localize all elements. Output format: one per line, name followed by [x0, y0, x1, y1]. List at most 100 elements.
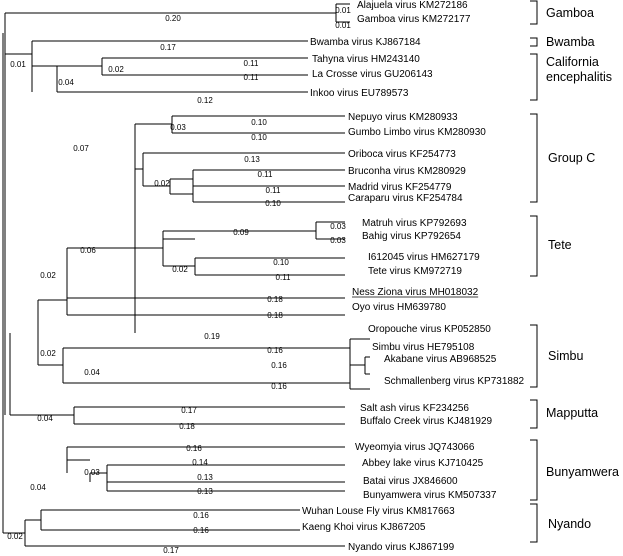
taxon-label-nyando: Nyando virus KJ867199 [348, 542, 455, 553]
clade-bracket-bunyamwera [530, 439, 538, 501]
branch-length-label: 0.16 [267, 346, 283, 355]
taxon-label-oropouche: Oropouche virus KP052850 [368, 324, 491, 335]
branch-length-label: 0.16 [271, 361, 287, 370]
taxon-label-tete: Tete virus KM972719 [368, 266, 462, 277]
taxon-label-saltash: Salt ash virus KF234256 [360, 403, 469, 414]
branch-length-label: 0.09 [233, 228, 249, 237]
clade-bracket-california [530, 53, 538, 101]
taxon-label-bruconha: Bruconha virus KM280929 [348, 166, 466, 177]
taxon-label-buffalo: Buffalo Creek virus KJ481929 [360, 416, 493, 427]
clade-bracket-groupc [530, 113, 538, 203]
branch-length-label: 0.11 [258, 170, 274, 179]
taxon-label-batai: Batai virus JX846600 [363, 476, 458, 487]
clade-name-tete: Tete [548, 238, 572, 252]
branch-length-label: 0.04 [37, 414, 53, 423]
clade-bracket-simbu [530, 324, 538, 388]
clade-bracket-tete [530, 215, 538, 277]
branch-length-label: 0.10 [265, 199, 281, 208]
branch-length-label: 0.13 [244, 155, 260, 164]
clade-bracket-bwamba [530, 37, 538, 47]
branch-length-label: 0.17 [181, 406, 197, 415]
branch-length-label: 0.07 [73, 144, 89, 153]
branch-length-label: 0.02 [7, 532, 23, 541]
clade-name-groupc: Group C [548, 151, 595, 165]
taxon-label-bahig: Bahig virus KP792654 [362, 231, 461, 242]
taxon-label-bwamba: Bwamba virus KJ867184 [310, 37, 421, 48]
taxon-label-oriboca: Oriboca virus KF254773 [348, 149, 456, 160]
branch-length-label: 0.04 [30, 483, 46, 492]
branch-length-label: 0.11 [266, 186, 282, 195]
branch-length-label: 0.16 [193, 511, 209, 520]
branch-length-label: 0.12 [197, 96, 213, 105]
branch-length-label: 0.18 [179, 422, 195, 431]
branch-length-label: 0.18 [267, 295, 283, 304]
branch-length-label: 0.10 [251, 118, 267, 127]
branch-length-label: 0.04 [58, 78, 74, 87]
taxon-label-madrid: Madrid virus KF254779 [348, 182, 452, 193]
branch-length-label: 0.02 [40, 349, 56, 358]
taxon-label-oyo: Oyo virus HM639780 [352, 302, 446, 313]
branch-length-label: 0.02 [40, 271, 56, 280]
branch-length-label: 0.11 [244, 59, 260, 68]
branch-length-label: 0.01 [10, 60, 26, 69]
branch-length-label: 0.02 [154, 179, 170, 188]
clade-name-nyando: Nyando [548, 517, 591, 531]
clade-name-california: California [546, 55, 599, 69]
taxon-label-lacrosse: La Crosse virus GU206143 [312, 69, 433, 80]
tree-branches [2, 3, 370, 547]
branch-length-label: 0.17 [163, 546, 179, 555]
branch-length-label: 0.17 [160, 43, 176, 52]
clade-name-california: encephalitis [546, 70, 612, 84]
taxon-label-wuhan: Wuhan Louse Fly virus KM817663 [302, 506, 455, 517]
taxon-label-tahyna: Tahyna virus HM243140 [312, 54, 420, 65]
clade-name-mapputta: Mapputta [546, 406, 598, 420]
clade-name-simbu: Simbu [548, 349, 583, 363]
branch-length-label: 0.10 [273, 258, 289, 267]
clade-bracket-mapputta [530, 399, 538, 429]
branch-length-label: 0.02 [172, 265, 188, 274]
branch-length-label: 0.16 [193, 526, 209, 535]
branch-length-label: 0.01 [335, 21, 351, 30]
taxon-label-akabane: Akabane virus AB968525 [384, 354, 497, 365]
clade-name-bunyamwera: Bunyamwera [546, 465, 619, 479]
clade-name-gamboa: Gamboa [546, 6, 594, 20]
branch-length-label: 0.03 [330, 236, 346, 245]
clade-bracket-nyando [530, 503, 538, 543]
taxon-label-kaeng: Kaeng Khoi virus KJ867205 [302, 522, 426, 533]
branch-length-label: 0.14 [192, 458, 208, 467]
taxon-label-matruh: Matruh virus KP792693 [362, 218, 467, 229]
branch-length-label: 0.06 [80, 246, 96, 255]
clade-bracket-gamboa [530, 0, 538, 25]
taxon-label-schmallenberg: Schmallenberg virus KP731882 [384, 376, 525, 387]
branch-length-label: 0.18 [267, 311, 283, 320]
branch-length-labels: 0.20 0.01 0.01 0.17 0.01 0.02 0.11 0.11 0.04 0.12… [7, 6, 351, 555]
branch-length-label: 0.03 [84, 468, 100, 477]
branch-length-label: 0.01 [335, 6, 351, 15]
taxon-label-nessziona: Ness Ziona virus MH018032 [352, 287, 479, 298]
taxon-label-inkoo: Inkoo virus EU789573 [310, 88, 409, 99]
clade-brackets: GamboaBwambaCaliforniaencephalitisGroup … [530, 0, 619, 543]
taxon-label-wyeomyia: Wyeomyia virus JQ743066 [355, 442, 475, 453]
branch-length-label: 0.11 [276, 273, 292, 282]
branch-length-label: 0.13 [197, 487, 213, 496]
branch-length-label: 0.20 [165, 14, 181, 23]
taxon-label-gumbo: Gumbo Limbo virus KM280930 [348, 127, 486, 138]
branch-length-label: 0.16 [186, 444, 202, 453]
branch-length-label: 0.03 [170, 123, 186, 132]
branch-length-label: 0.02 [108, 65, 124, 74]
taxon-label-alajuela: Alajuela virus KM272186 [357, 0, 468, 11]
branch-length-label: 0.11 [244, 73, 260, 82]
branch-length-label: 0.04 [84, 368, 100, 377]
taxon-label-nepuyo: Nepuyo virus KM280933 [348, 112, 458, 123]
taxon-label-bunyamwera: Bunyamwera virus KM507337 [363, 490, 497, 501]
clade-name-bwamba: Bwamba [546, 35, 595, 49]
taxon-label-caraparu: Caraparu virus KF254784 [348, 193, 463, 204]
branch-length-label: 0.13 [197, 473, 213, 482]
taxon-label-gamboa: Gamboa virus KM272177 [357, 14, 471, 25]
taxon-label-abbey: Abbey lake virus KJ710425 [362, 458, 484, 469]
branch-length-label: 0.19 [204, 332, 220, 341]
taxon-label-simbu: Simbu virus HE795108 [372, 342, 475, 353]
branch-length-label: 0.10 [251, 133, 267, 142]
